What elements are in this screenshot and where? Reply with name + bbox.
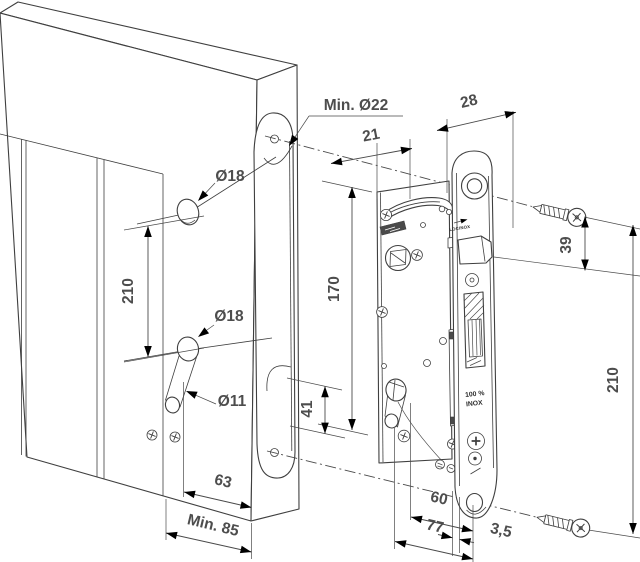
mounting-screw-top [530,197,589,229]
insert-plate-spindle-hole-arc [263,145,293,165]
cylinder-fixing-screw [397,429,411,443]
dim-cylinder-offset: 41 [286,377,346,439]
svg-text:39: 39 [558,236,575,254]
svg-text:41: 41 [299,400,316,418]
centerline-bottom [266,450,537,518]
svg-text:Ø18: Ø18 [215,168,245,185]
svg-text:210: 210 [120,278,137,304]
faceplate-bottom-hole [465,492,484,513]
keyhole-bottom-circle [164,396,181,414]
deadbolt [463,291,486,369]
svg-text:77: 77 [425,516,446,536]
svg-text:210: 210 [605,367,622,393]
svg-text:3,5: 3,5 [489,520,514,541]
body-hole-2 [423,359,431,367]
svg-text:Min. Ø22: Min. Ø22 [324,97,389,114]
witness-latch [493,256,640,277]
spindle-hole [176,198,200,226]
dim-spindle-to-cylinder: 170 [317,180,373,436]
lock-body-screw-follower [411,249,423,261]
label-min-dia22: Min. Ø22 [285,97,403,149]
post-panel-lines [0,133,164,496]
svg-text:170: 170 [326,276,343,302]
lock-keyhole-circle [385,378,407,402]
label-cylinder-hole: Ø18 [195,308,244,341]
insert-plate-cylinder-hole-arc [266,365,292,392]
post-fixing-screw-left [146,429,158,441]
mortise-lock-body [376,180,458,473]
label-spindle-hole: Ø18 [195,168,245,204]
post-drill-holes [123,156,277,443]
dim-faceplate-width: 28 [436,91,517,228]
svg-text:28: 28 [459,91,480,112]
material-label-2: INOX [466,400,484,409]
keyhole-circle [176,336,200,362]
lock-body-screw-left [376,306,388,318]
svg-text:Ø11: Ø11 [218,393,247,410]
lock-body-screw-top [380,209,392,221]
dim-top-hole-to-screw: 39 [558,216,589,271]
brand-text: LOCINOX [449,224,471,232]
svg-text:60: 60 [429,488,450,508]
svg-text:63: 63 [213,471,234,492]
dim-backset: 60 [410,403,474,562]
material-label-1: 100 % [465,390,485,399]
svg-text:21: 21 [361,126,382,146]
insert-plate-top-screw-hole [270,134,279,144]
dim-post-hole-spacing: 210 [120,215,205,363]
dim-body-inset: 21 [330,126,413,199]
mounting-screw-bottom [534,508,593,540]
dim-faceplate-thickness: 3,5 [437,491,514,556]
label-keyhole-slot: Ø11 [184,387,247,410]
adjustment-pin-2 [446,464,456,473]
post-fixing-screw-right [169,431,181,443]
dim-body-depth: 77 [394,428,474,562]
post-insert-plate [253,112,296,479]
dim-cylinder-to-edge: 63 [183,382,253,559]
body-hole-3 [381,363,387,369]
latch-bolt [457,235,493,265]
gate-post [0,1,300,522]
post-front-face [0,12,258,522]
lock-faceplate: LOCINOX 100 % INOX [449,150,498,519]
svg-text:Ø18: Ø18 [214,308,244,325]
adjustment-pin-1 [435,459,445,470]
dim-screw-spacing: 210 [605,225,637,534]
body-hole-1 [439,337,447,345]
